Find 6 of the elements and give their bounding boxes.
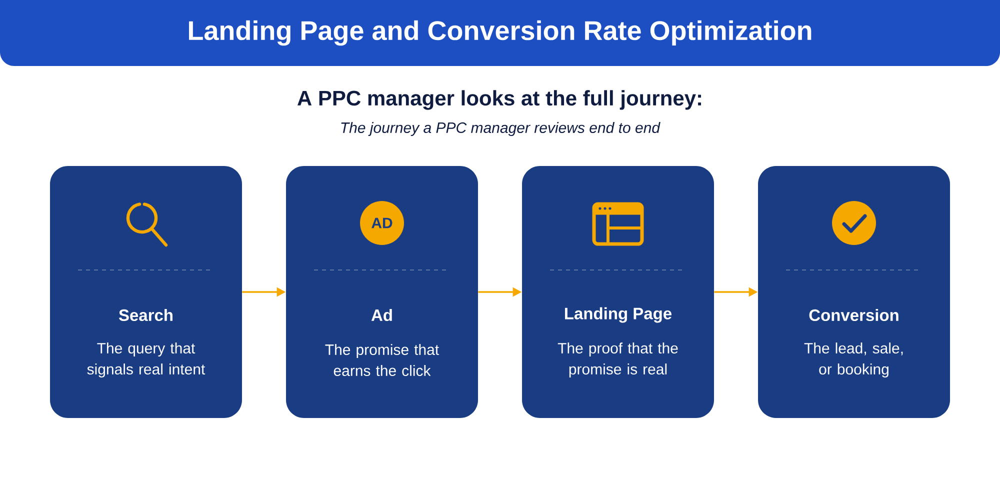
title-banner: Landing Page and Conversion Rate Optimization bbox=[0, 0, 1000, 66]
step-card: Search The query that signals real intent bbox=[50, 166, 242, 418]
step-card: Conversion The lead, sale, or booking bbox=[758, 166, 950, 418]
subtitle: The journey a PPC manager reviews end to end bbox=[341, 122, 660, 136]
heading: A PPC manager looks at the full journey: bbox=[297, 90, 701, 110]
step-card: Landing Page The proof that the promise is real bbox=[522, 166, 714, 418]
